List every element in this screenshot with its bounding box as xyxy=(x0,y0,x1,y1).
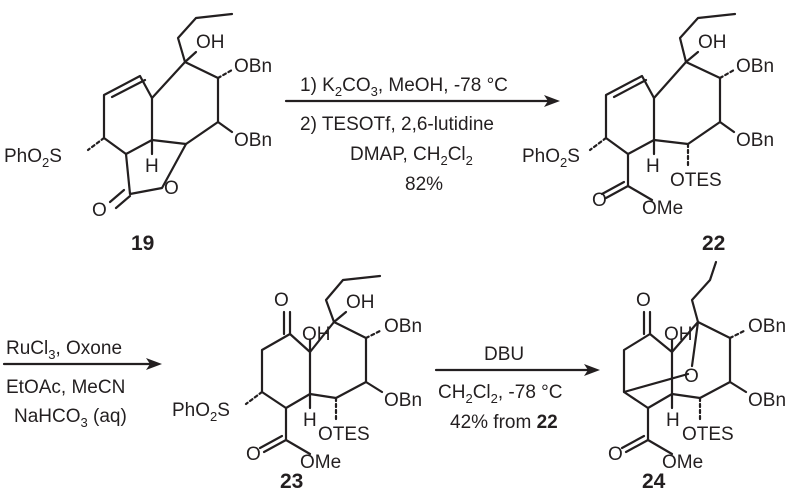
compound-19: OH OBn OBn PhO2S H O O 19 xyxy=(4,12,272,255)
compound-22-number: 22 xyxy=(702,232,725,255)
c24-obn1-label: OBn xyxy=(748,316,786,337)
c19-ring-o-label: O xyxy=(164,178,179,199)
step1-line3: DMAP, CH2Cl2 xyxy=(350,144,473,168)
step2-conditions: RuCl3, Oxone EtOAc, MeCN NaHCO3 (aq) xyxy=(6,338,127,430)
c24-oh-label: OH xyxy=(664,324,693,345)
compound-22: OH OBn OBn PhO2S H OTES O OMe 22 xyxy=(522,12,774,255)
step3-line3: 42% from 22 xyxy=(450,412,558,433)
c22-otes-label: OTES xyxy=(670,170,722,191)
step1-line4: 82% xyxy=(405,174,443,195)
c19-carbonyl-o-label: O xyxy=(92,200,107,221)
c23-sulfone-label: PhO2S xyxy=(172,400,230,424)
c24-otes-label: OTES xyxy=(682,424,734,445)
c19-h-label: H xyxy=(145,156,159,177)
step3-line2: CH2Cl2, -78 °C xyxy=(438,382,563,406)
c23-otes-label: OTES xyxy=(318,424,370,445)
c23-obn2-label: OBn xyxy=(384,390,422,411)
step1-line1: 1) K2CO3, MeOH, -78 °C xyxy=(300,75,508,99)
compound-24: O OH O OBn OBn H OTES O OMe 24 xyxy=(608,260,786,491)
c24-obn2-label: OBn xyxy=(748,390,786,411)
c19-oh-label: OH xyxy=(196,32,225,53)
step3-line1: DBU xyxy=(484,344,524,365)
reaction-arrow-1 xyxy=(284,95,560,107)
c23-ketone-o-label: O xyxy=(274,290,289,311)
compound-23: O OH OH OBn OBn PhO2S H OTES O OMe 23 xyxy=(172,274,422,491)
c22-h-label: H xyxy=(646,156,660,177)
c22-obn2-label: OBn xyxy=(736,130,774,151)
c23-ome-label: OMe xyxy=(300,452,341,473)
c24-bridge-o-label: O xyxy=(684,366,699,387)
c24-ketone-o-label: O xyxy=(636,290,651,311)
c23-oh1-label: OH xyxy=(302,324,331,345)
c19-obn1-label: OBn xyxy=(234,56,272,77)
c22-sulfone-label: PhO2S xyxy=(522,146,580,170)
compound-24-number: 24 xyxy=(642,470,666,491)
c22-oh-label: OH xyxy=(698,32,727,53)
c23-h-label: H xyxy=(303,410,317,431)
step3-conditions: DBU CH2Cl2, -78 °C 42% from 22 xyxy=(438,344,563,433)
c23-carbonyl-o-label: O xyxy=(246,444,261,465)
c24-h-label: H xyxy=(666,410,680,431)
compound-23-number: 23 xyxy=(280,470,303,491)
step1-line2: 2) TESOTf, 2,6-lutidine xyxy=(300,114,494,135)
reaction-arrow-3 xyxy=(434,364,600,376)
c24-ome-label: OMe xyxy=(662,452,703,473)
c22-carbonyl-o-label: O xyxy=(592,190,607,211)
c23-obn1-label: OBn xyxy=(384,316,422,337)
step1-conditions: 1) K2CO3, MeOH, -78 °C 2) TESOTf, 2,6-lu… xyxy=(300,75,508,195)
compound-19-number: 19 xyxy=(131,232,154,255)
c23-oh2-label: OH xyxy=(346,292,375,313)
c22-obn1-label: OBn xyxy=(736,56,774,77)
step2-line1: RuCl3, Oxone xyxy=(6,338,122,362)
c24-carbonyl-o-label: O xyxy=(608,444,623,465)
c19-obn2-label: OBn xyxy=(234,130,272,151)
step2-line3: NaHCO3 (aq) xyxy=(14,406,127,430)
reaction-arrow-2 xyxy=(2,358,162,370)
c19-sulfone-label: PhO2S xyxy=(4,146,62,170)
step2-line2: EtOAc, MeCN xyxy=(6,377,125,398)
c22-ome-label: OMe xyxy=(642,198,683,219)
